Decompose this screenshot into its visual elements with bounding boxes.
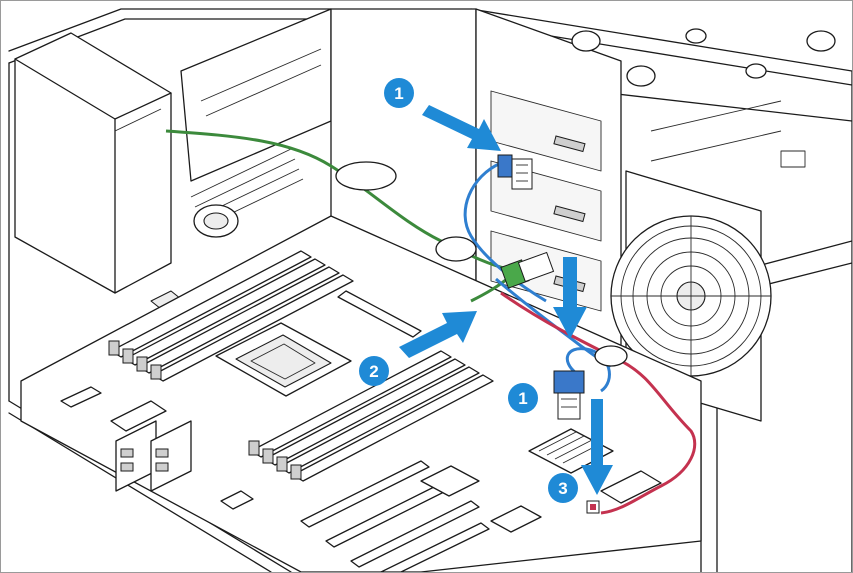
sata-connector-icon bbox=[497, 154, 585, 420]
arrow-down-icon bbox=[553, 257, 587, 339]
power-cable bbox=[165, 129, 517, 273]
callout-label: 1 bbox=[394, 84, 403, 103]
pcie-slots-icon bbox=[300, 290, 490, 572]
power-supply-icon bbox=[14, 32, 182, 310]
arrow-down-right-icon bbox=[422, 105, 501, 151]
arrow-up-right-icon bbox=[399, 311, 477, 358]
arrow-down-icon bbox=[581, 399, 613, 495]
callout-1-bottom: 1 bbox=[508, 383, 538, 413]
power-connector-icon bbox=[500, 251, 555, 289]
rear-io-icon bbox=[60, 386, 192, 492]
chassis-top-details bbox=[180, 8, 332, 238]
callout-1-top: 1 bbox=[384, 78, 414, 108]
callout-arrows bbox=[399, 105, 613, 495]
red-cable bbox=[500, 291, 697, 515]
callout-2: 2 bbox=[359, 356, 389, 386]
cpu-socket-icon bbox=[215, 322, 352, 397]
cables bbox=[165, 129, 697, 515]
callout-label: 2 bbox=[369, 362, 378, 381]
callout-3: 3 bbox=[548, 473, 578, 503]
dimm-slots-icon bbox=[108, 250, 494, 482]
system-fan-icon bbox=[610, 170, 772, 422]
motherboard-header-icon bbox=[586, 500, 600, 514]
sata-cable bbox=[463, 161, 547, 303]
callout-label: 1 bbox=[518, 389, 527, 408]
callout-label: 3 bbox=[558, 479, 567, 498]
